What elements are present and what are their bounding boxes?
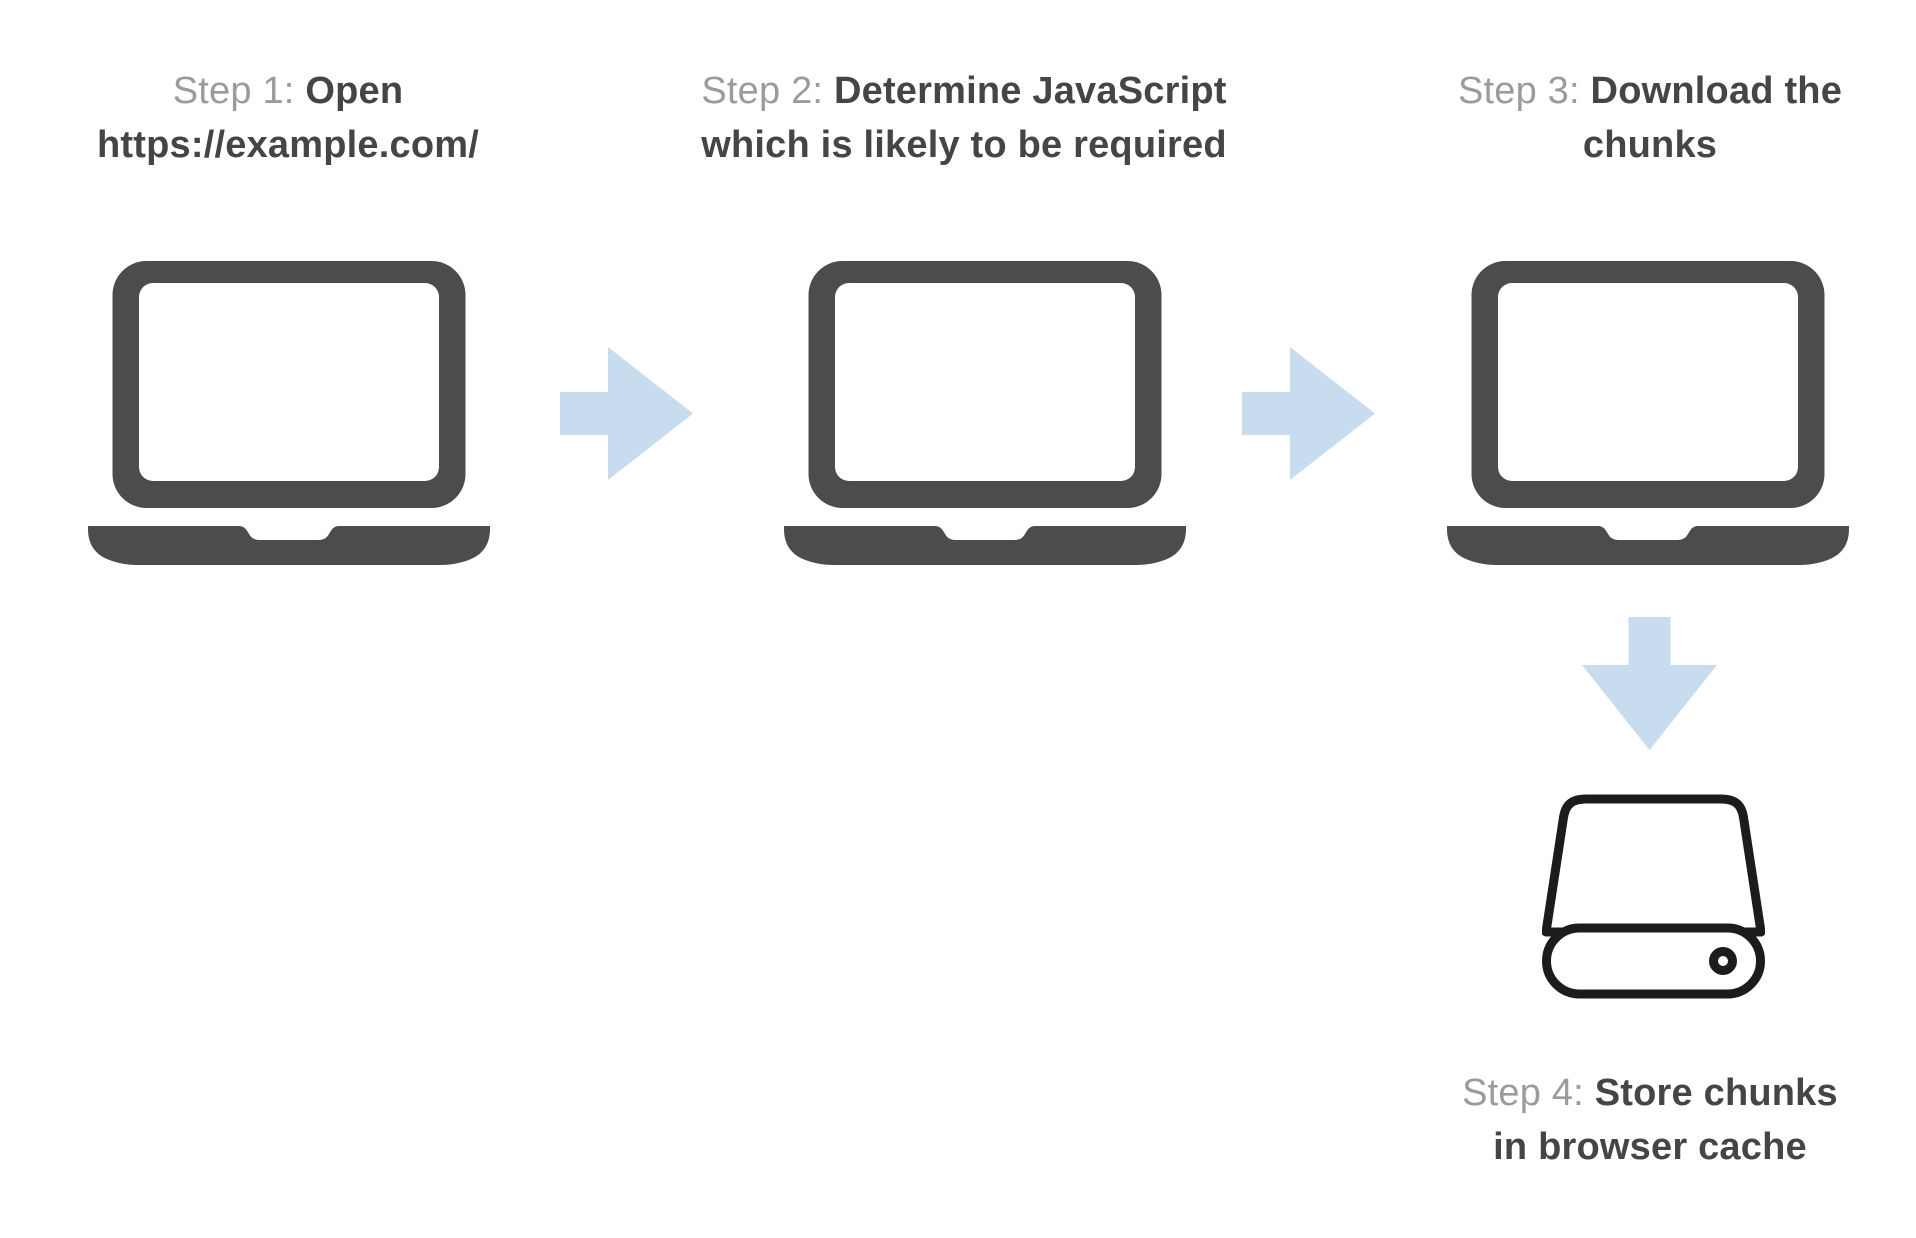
laptop-icon [1447, 261, 1849, 565]
step4-title-line2: in browser cache [1493, 1126, 1807, 1168]
step2-title-line2: which is likely to be required [701, 124, 1227, 166]
down-arrow-icon [1582, 617, 1717, 750]
right-arrow-icon [1242, 347, 1375, 480]
step3-caption: Step 3: Download the chunks [1425, 64, 1875, 172]
step1-label: Step 1: [172, 70, 295, 112]
step2-label: Step 2: [701, 70, 824, 112]
laptop-icon [88, 261, 490, 565]
step2-caption: Step 2: Determine JavaScript which is li… [658, 64, 1270, 172]
step3-label: Step 3: [1457, 70, 1580, 112]
right-arrow-icon [560, 347, 693, 480]
step1-title-line2: https://example.com/ [97, 124, 479, 166]
step2-title-line1: Determine JavaScript [833, 70, 1227, 112]
step3-title-line1: Download the [1590, 70, 1843, 112]
step4-caption: Step 4: Store chunks in browser cache [1425, 1066, 1875, 1174]
hard-drive-icon [1542, 794, 1765, 999]
step1-title-line1: Open [305, 70, 404, 112]
step3-title-line2: chunks [1582, 124, 1718, 166]
step4-title-line1: Store chunks [1594, 1072, 1838, 1114]
step4-label: Step 4: [1462, 1072, 1584, 1114]
laptop-icon [784, 261, 1186, 565]
step1-caption: Step 1: Open https://example.com/ [38, 64, 538, 172]
